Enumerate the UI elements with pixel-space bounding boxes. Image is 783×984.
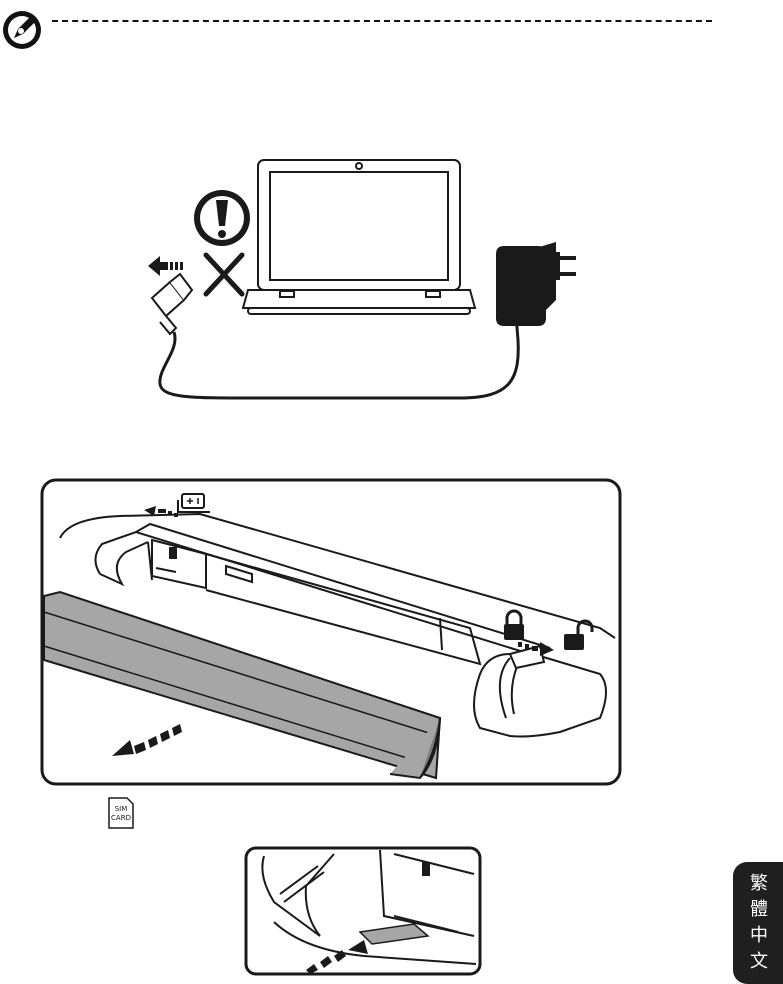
sim-icon-line1: SIM — [115, 805, 128, 813]
direction-arrow-icon — [148, 256, 183, 276]
x-cross-icon — [206, 255, 242, 294]
sim-icon-line2: CARD — [111, 814, 131, 822]
language-tab-char: 中 — [750, 923, 768, 949]
sim-insert-illustration — [244, 846, 482, 976]
sim-card-icon: SIM CARD — [103, 796, 137, 830]
language-tab-char: 文 — [750, 949, 768, 975]
laptop-drawing — [243, 160, 475, 314]
dashed-divider — [52, 20, 712, 22]
battery-removal-illustration — [40, 478, 622, 788]
exclamation-warning-icon — [194, 190, 250, 246]
language-tab-char: 體 — [750, 897, 768, 923]
language-tab: 繁 體 中 文 — [733, 862, 783, 984]
note-pencil-icon — [0, 8, 48, 56]
power-cable — [160, 315, 518, 398]
language-tab-char: 繁 — [750, 871, 768, 897]
ac-adapter-drawing — [496, 242, 576, 326]
unplug-adapter-illustration — [130, 150, 590, 410]
dc-plug-drawing — [152, 274, 192, 334]
